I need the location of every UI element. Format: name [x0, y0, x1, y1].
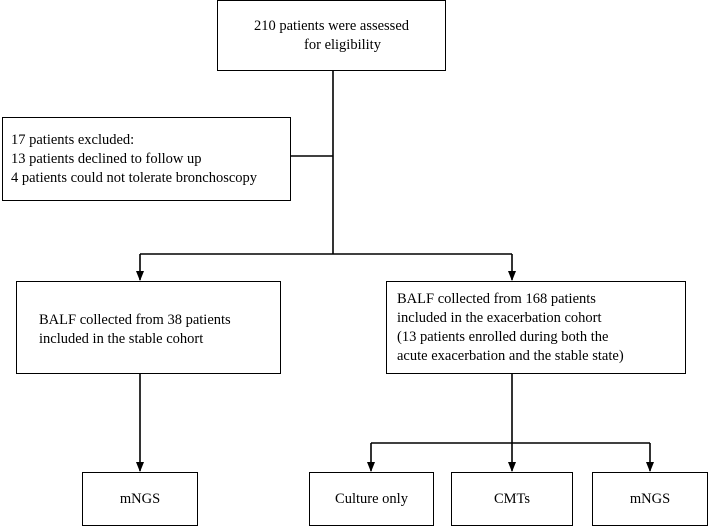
exacerbation-line-3: (13 patients enrolled during both the — [397, 329, 609, 345]
cmts-label: CMTs — [493, 490, 531, 507]
excluded-line-2: 13 patients declined to follow up — [11, 150, 202, 167]
stable-line-2: included in the stable cohort — [39, 331, 204, 347]
stable-cohort-box: BALF collected from 38 patients included… — [16, 281, 281, 374]
exacerbation-cohort-box: BALF collected from 168 patients include… — [386, 281, 686, 374]
excluded-box: 17 patients excluded: 13 patients declin… — [2, 117, 291, 201]
assessed-line-2: for eligibility — [304, 36, 381, 53]
exacerbation-line-4: acute exacerbation and the stable state) — [397, 348, 624, 364]
culture-only-label: Culture only — [335, 490, 408, 507]
assessed-line-1: 210 patients were assessed — [253, 17, 410, 34]
culture-only-box: Culture only — [309, 472, 434, 526]
excluded-line-1: 17 patients excluded: — [11, 131, 135, 148]
stable-line-1: BALF collected from 38 patients — [39, 312, 231, 328]
exac-mngs-box: mNGS — [592, 472, 708, 526]
stable-mngs-box: mNGS — [82, 472, 198, 526]
cmts-box: CMTs — [451, 472, 573, 526]
stable-mngs-label: mNGS — [119, 490, 161, 507]
exacerbation-line-2: included in the exacerbation cohort — [397, 310, 602, 326]
exacerbation-line-1: BALF collected from 168 patients — [397, 291, 596, 307]
assessed-box: 210 patients were assessed for eligibili… — [217, 0, 446, 71]
excluded-line-3: 4 patients could not tolerate bronchosco… — [11, 169, 258, 186]
exac-mngs-label: mNGS — [629, 490, 671, 507]
